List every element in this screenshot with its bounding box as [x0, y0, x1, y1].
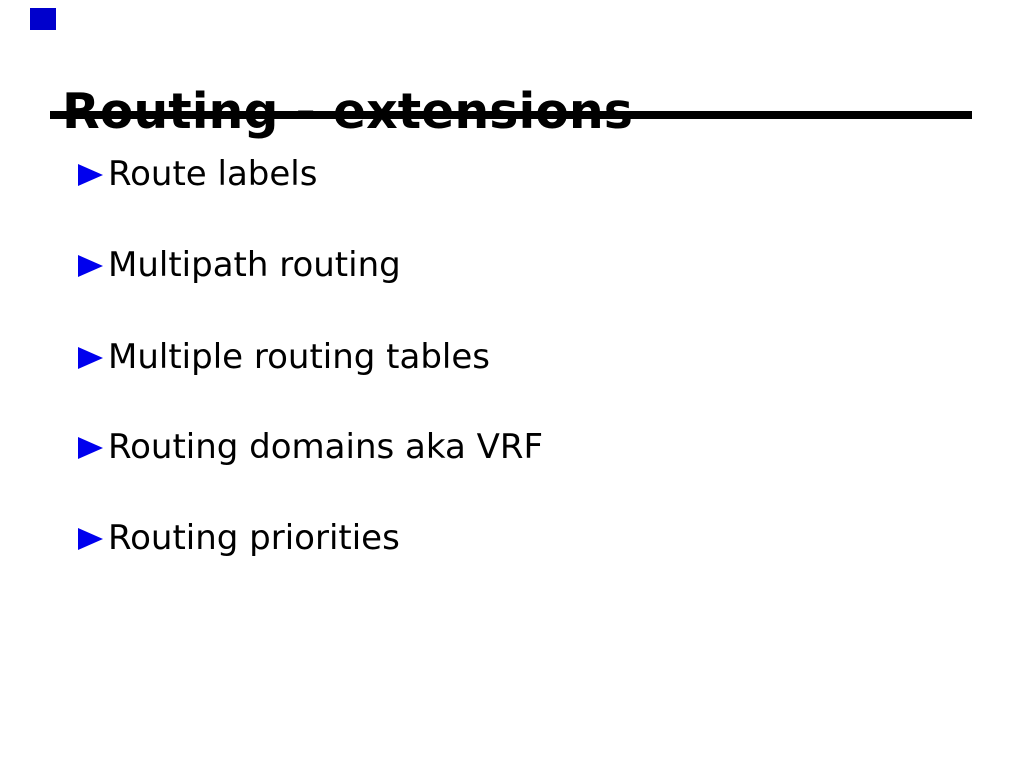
bullet-label: Route labels — [108, 154, 318, 194]
list-item: Multipath routing — [78, 245, 401, 285]
title-underline-rule — [50, 111, 972, 119]
bullet-label: Multiple routing tables — [108, 337, 490, 377]
list-item: Routing domains aka VRF — [78, 427, 543, 467]
triangle-bullet-icon — [78, 164, 103, 186]
triangle-bullet-icon — [78, 347, 103, 369]
list-item: Routing priorities — [78, 518, 400, 558]
triangle-bullet-icon — [78, 437, 103, 459]
triangle-bullet-icon — [78, 528, 103, 550]
corner-square-mark — [30, 8, 56, 30]
triangle-bullet-icon — [78, 255, 103, 277]
bullet-label: Routing priorities — [108, 518, 400, 558]
list-item: Route labels — [78, 154, 317, 194]
bullet-label: Routing domains aka VRF — [108, 427, 544, 467]
bullet-label: Multipath routing — [108, 245, 401, 285]
list-item: Multiple routing tables — [78, 337, 490, 377]
